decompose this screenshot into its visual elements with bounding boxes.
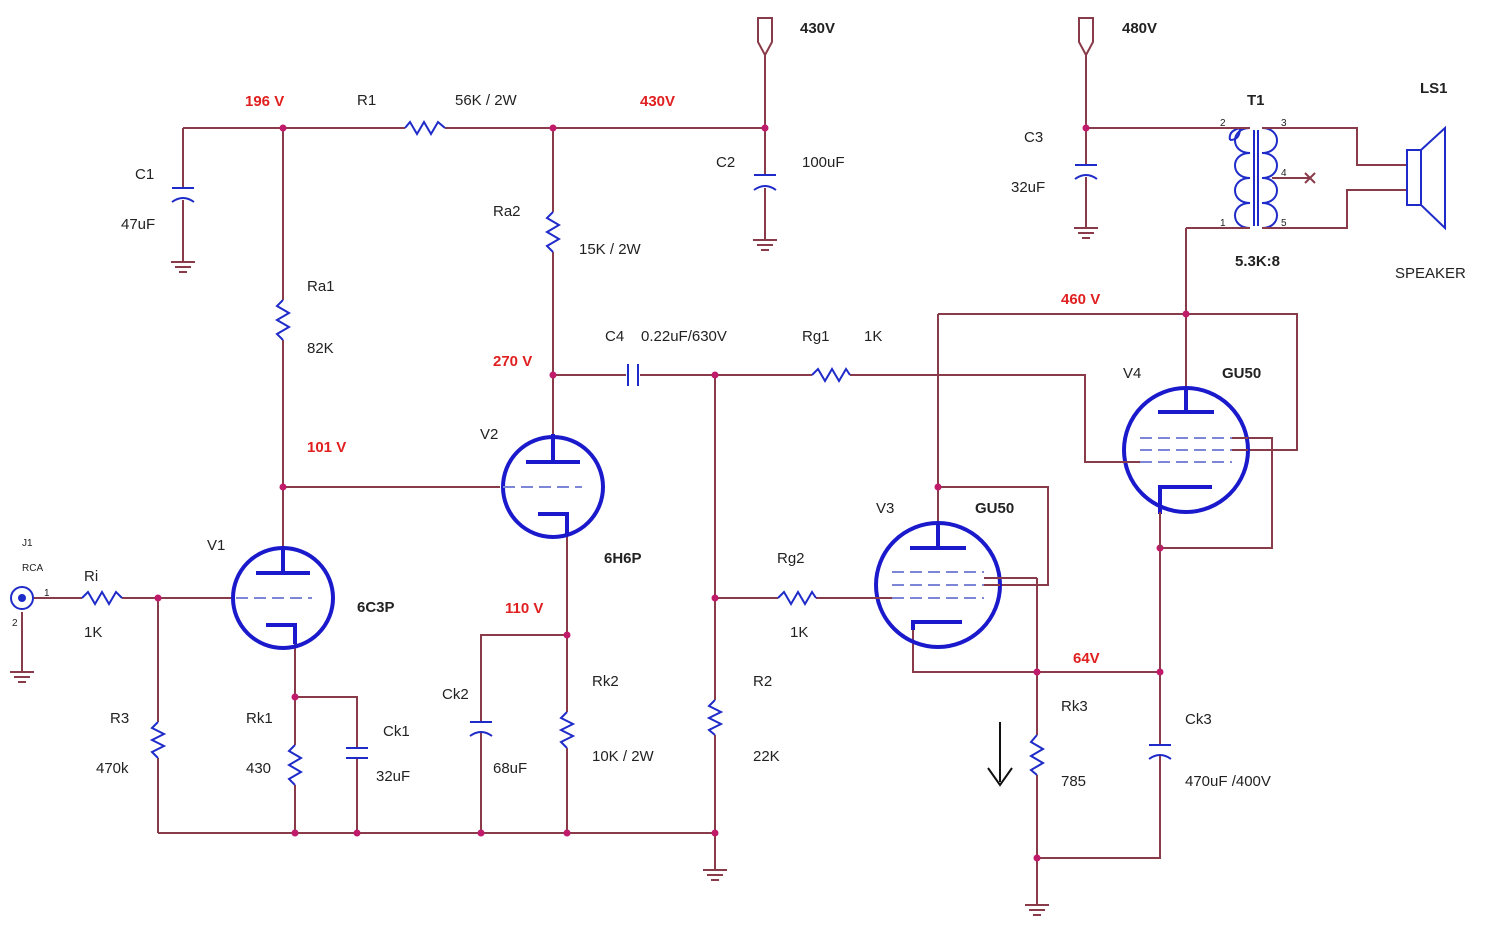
t1-pin-5: 5 [1281,218,1287,229]
tube-v1 [231,546,335,650]
resistor-rk3 [1029,734,1045,776]
v1-type: 6C3P [357,599,395,616]
speaker-icon [1406,125,1446,231]
j1-pin-2: 2 [12,618,18,629]
resistor-ri [81,590,123,606]
rg2-value: 1K [790,624,808,641]
r1-ref: R1 [357,92,376,109]
c3-ref: C3 [1024,129,1043,146]
ra1-ref: Ra1 [307,278,335,295]
ground-symbols [10,227,1098,916]
t1-value: 5.3K:8 [1235,253,1280,270]
rca-jack-icon [10,586,34,610]
t1-pin-1: 1 [1220,218,1226,229]
c2-value: 100uF [802,154,845,171]
ck3-value: 470uF /400V [1185,773,1271,790]
r3-ref: R3 [110,710,129,727]
capacitor-c1 [171,187,195,203]
ri-ref: Ri [84,568,98,585]
voltage-101v: 101 V [307,439,346,456]
capacitor-c4 [627,364,639,386]
capacitor-c2 [753,174,777,191]
v4-ref: V4 [1123,365,1141,382]
r3-value: 470k [96,760,129,777]
rk2-ref: Rk2 [592,673,619,690]
voltage-270v: 270 V [493,353,532,370]
rk1-value: 430 [246,760,271,777]
v3-type: GU50 [975,500,1014,517]
v1-ref: V1 [207,537,225,554]
ra1-value: 82K [307,340,334,357]
ls1-value: SPEAKER [1395,265,1466,282]
resistor-r2 [706,699,724,736]
tube-v3 [874,521,1038,649]
ck1-value: 32uF [376,768,410,785]
voltage-110v: 110 V [505,600,543,617]
j1-pin-1: 1 [44,588,50,599]
capacitor-c3 [1074,164,1098,180]
supply-480v-label: 480V [1122,20,1157,37]
ra2-value: 15K / 2W [579,241,642,258]
voltage-430v-node: 430V [640,93,675,110]
capacitor-ck3 [1148,744,1172,760]
resistor-rk1 [287,744,303,786]
t1-ref: T1 [1247,92,1265,109]
resistor-rk2 [558,711,576,749]
c4-ref: C4 [605,328,624,345]
v2-type: 6H6P [604,550,642,567]
capacitor-ck1 [346,747,368,759]
down-arrow-icon [987,722,1013,787]
rg2-ref: Rg2 [777,550,805,567]
v4-type: GU50 [1222,365,1261,382]
t1-pin-4: 4 [1281,168,1287,179]
v2-ref: V2 [480,426,498,443]
rk3-value: 785 [1061,773,1086,790]
c1-ref: C1 [135,166,154,183]
resistor-r1 [404,120,446,136]
supply-terminal-480v [1078,17,1094,58]
v3-ref: V3 [876,500,894,517]
resistor-r3 [149,721,167,759]
rg1-value: 1K [864,328,882,345]
rk2-value: 10K / 2W [592,748,655,765]
t1-pin-2: 2 [1220,118,1226,129]
rk3-ref: Rk3 [1061,698,1088,715]
resistor-ra2 [545,211,561,253]
ra2-ref: Ra2 [493,203,521,220]
r2-value: 22K [753,748,780,765]
wires [21,55,1407,905]
voltage-196v: 196 V [245,93,284,110]
rg1-ref: Rg1 [802,328,830,345]
ck3-ref: Ck3 [1185,711,1212,728]
ls1-ref: LS1 [1420,80,1448,97]
c4-value: 0.22uF/630V [641,328,727,345]
j1-value: RCA [22,563,43,574]
voltage-460v: 460 V [1061,291,1100,308]
j1-ref: J1 [22,538,33,549]
r2-ref: R2 [753,673,772,690]
supply-430v-label: 430V [800,20,835,37]
resistor-ra1 [275,299,291,341]
ck2-ref: Ck2 [442,686,469,703]
t1-pin-3: 3 [1281,118,1287,129]
rk1-ref: Rk1 [246,710,273,727]
junction-dots [154,124,1190,862]
output-transformer-icon [1228,127,1278,229]
ck2-value: 68uF [493,760,527,777]
r1-value: 56K / 2W [455,92,518,109]
supply-terminal-430v [757,17,773,58]
c1-value: 47uF [121,216,155,233]
voltage-64v: 64V [1073,650,1100,667]
c2-ref: C2 [716,154,735,171]
c3-value: 32uF [1011,179,1045,196]
tube-v4 [1120,386,1250,548]
resistor-rg1 [811,367,851,383]
resistor-rg2 [777,590,817,606]
tube-v2 [501,434,605,539]
ri-value: 1K [84,624,102,641]
capacitor-ck2 [469,721,493,737]
ck1-ref: Ck1 [383,723,410,740]
